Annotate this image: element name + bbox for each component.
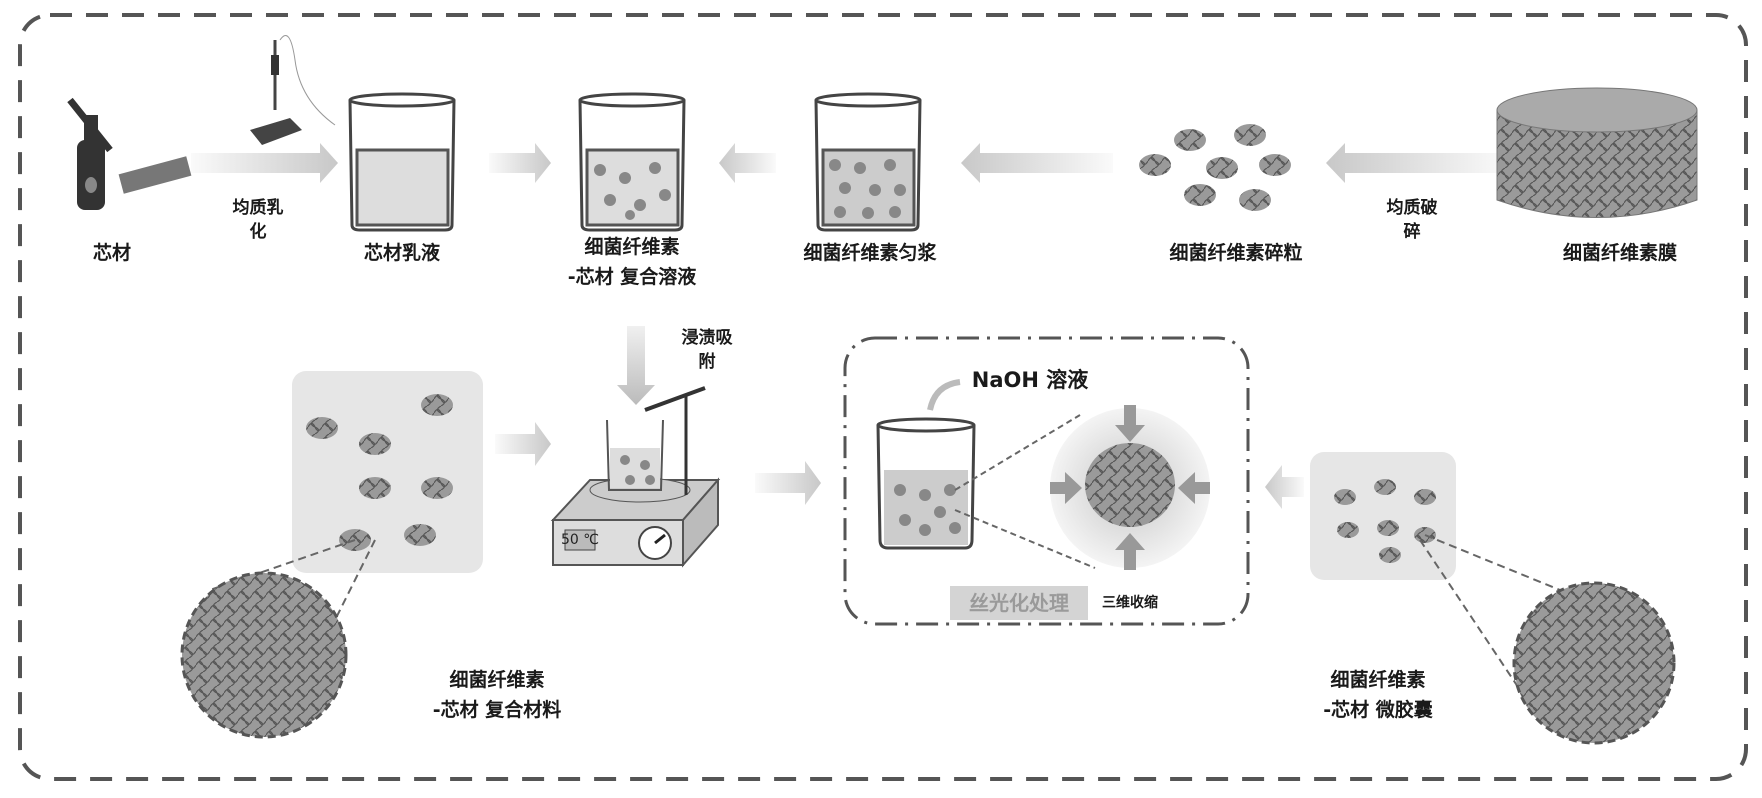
label-line: 化 bbox=[249, 222, 267, 242]
arrow-right-7 bbox=[755, 461, 821, 505]
arrow-left-5 bbox=[1326, 143, 1506, 183]
microcapsule-zoom-circle bbox=[1512, 581, 1676, 745]
label-line: -芯材 复合材料 bbox=[432, 699, 562, 721]
arrow-right-2 bbox=[489, 143, 551, 183]
label-line: 均质破 bbox=[1386, 198, 1438, 218]
hotplate-display: 50 ℃ bbox=[561, 532, 599, 548]
label-composite-solution: 细菌纤维素 -芯材 复合溶液 bbox=[568, 232, 697, 292]
label-line: 细菌纤维素 bbox=[584, 236, 680, 258]
beaker-naoh bbox=[876, 417, 976, 550]
label-composite-material: 细菌纤维素 -芯材 复合材料 bbox=[433, 665, 562, 725]
label-impregnation: 浸渍吸附 bbox=[682, 326, 733, 374]
arrow-right-6 bbox=[495, 422, 551, 466]
label-bc-particles: 细菌纤维素碎粒 bbox=[1169, 242, 1303, 264]
curved-arrow-naoh bbox=[927, 379, 961, 411]
label-mercerization: 丝光化处理 bbox=[950, 586, 1088, 620]
microcapsule-particles bbox=[1334, 479, 1436, 563]
arrow-down-impregnation bbox=[617, 326, 655, 405]
arrow-left-8 bbox=[1265, 465, 1304, 509]
arrow-left-4 bbox=[961, 143, 1113, 183]
label-core-material: 芯材 bbox=[92, 242, 132, 264]
bc-particles-icon bbox=[1139, 124, 1291, 211]
beaker-composite-solution bbox=[578, 92, 686, 232]
arrow-left-3 bbox=[719, 143, 776, 183]
hotplate-stirrer-icon bbox=[550, 386, 721, 568]
label-naoh-solution: NaOH 溶液 bbox=[971, 368, 1089, 392]
label-line: 附 bbox=[698, 352, 716, 372]
label-line: 浸渍吸 bbox=[681, 328, 733, 348]
outer-border bbox=[18, 13, 1748, 781]
beaker-core-emulsion bbox=[348, 92, 456, 232]
particles-in-beakers bbox=[594, 159, 906, 220]
bottle-icon bbox=[67, 97, 192, 210]
homogenizer-icon bbox=[250, 35, 336, 145]
label-bc-membrane: 细菌纤维素膜 bbox=[1562, 242, 1678, 264]
label-homogenize-crush: 均质破碎 bbox=[1387, 196, 1438, 244]
arrow-right-1 bbox=[191, 143, 338, 183]
microcapsule-panel bbox=[1310, 452, 1456, 580]
label-line: 细菌纤维素 bbox=[1330, 669, 1426, 691]
composite-panel bbox=[292, 371, 483, 573]
label-line: -芯材 复合溶液 bbox=[567, 266, 697, 288]
label-homogenize-emulsify: 均质乳化 bbox=[233, 196, 284, 244]
label-line: -芯材 微胶囊 bbox=[1323, 699, 1433, 721]
label-bc-homogenate: 细菌纤维素匀浆 bbox=[803, 242, 937, 264]
label-line: 细菌纤维素 bbox=[449, 669, 545, 691]
label-3d-shrinkage: 三维收缩 bbox=[1102, 595, 1158, 611]
label-core-emulsion: 芯材乳液 bbox=[363, 242, 441, 264]
fiber-cluster bbox=[1085, 443, 1175, 527]
shrink-arrows bbox=[1050, 405, 1210, 570]
label-line: 均质乳 bbox=[232, 198, 284, 218]
mercerization-box bbox=[843, 336, 1250, 626]
composite-zoom-circle bbox=[180, 571, 348, 739]
bc-membrane-icon bbox=[1496, 87, 1698, 218]
label-microcapsule: 细菌纤维素 -芯材 微胶囊 bbox=[1323, 665, 1433, 725]
label-line: 碎 bbox=[1403, 222, 1421, 242]
